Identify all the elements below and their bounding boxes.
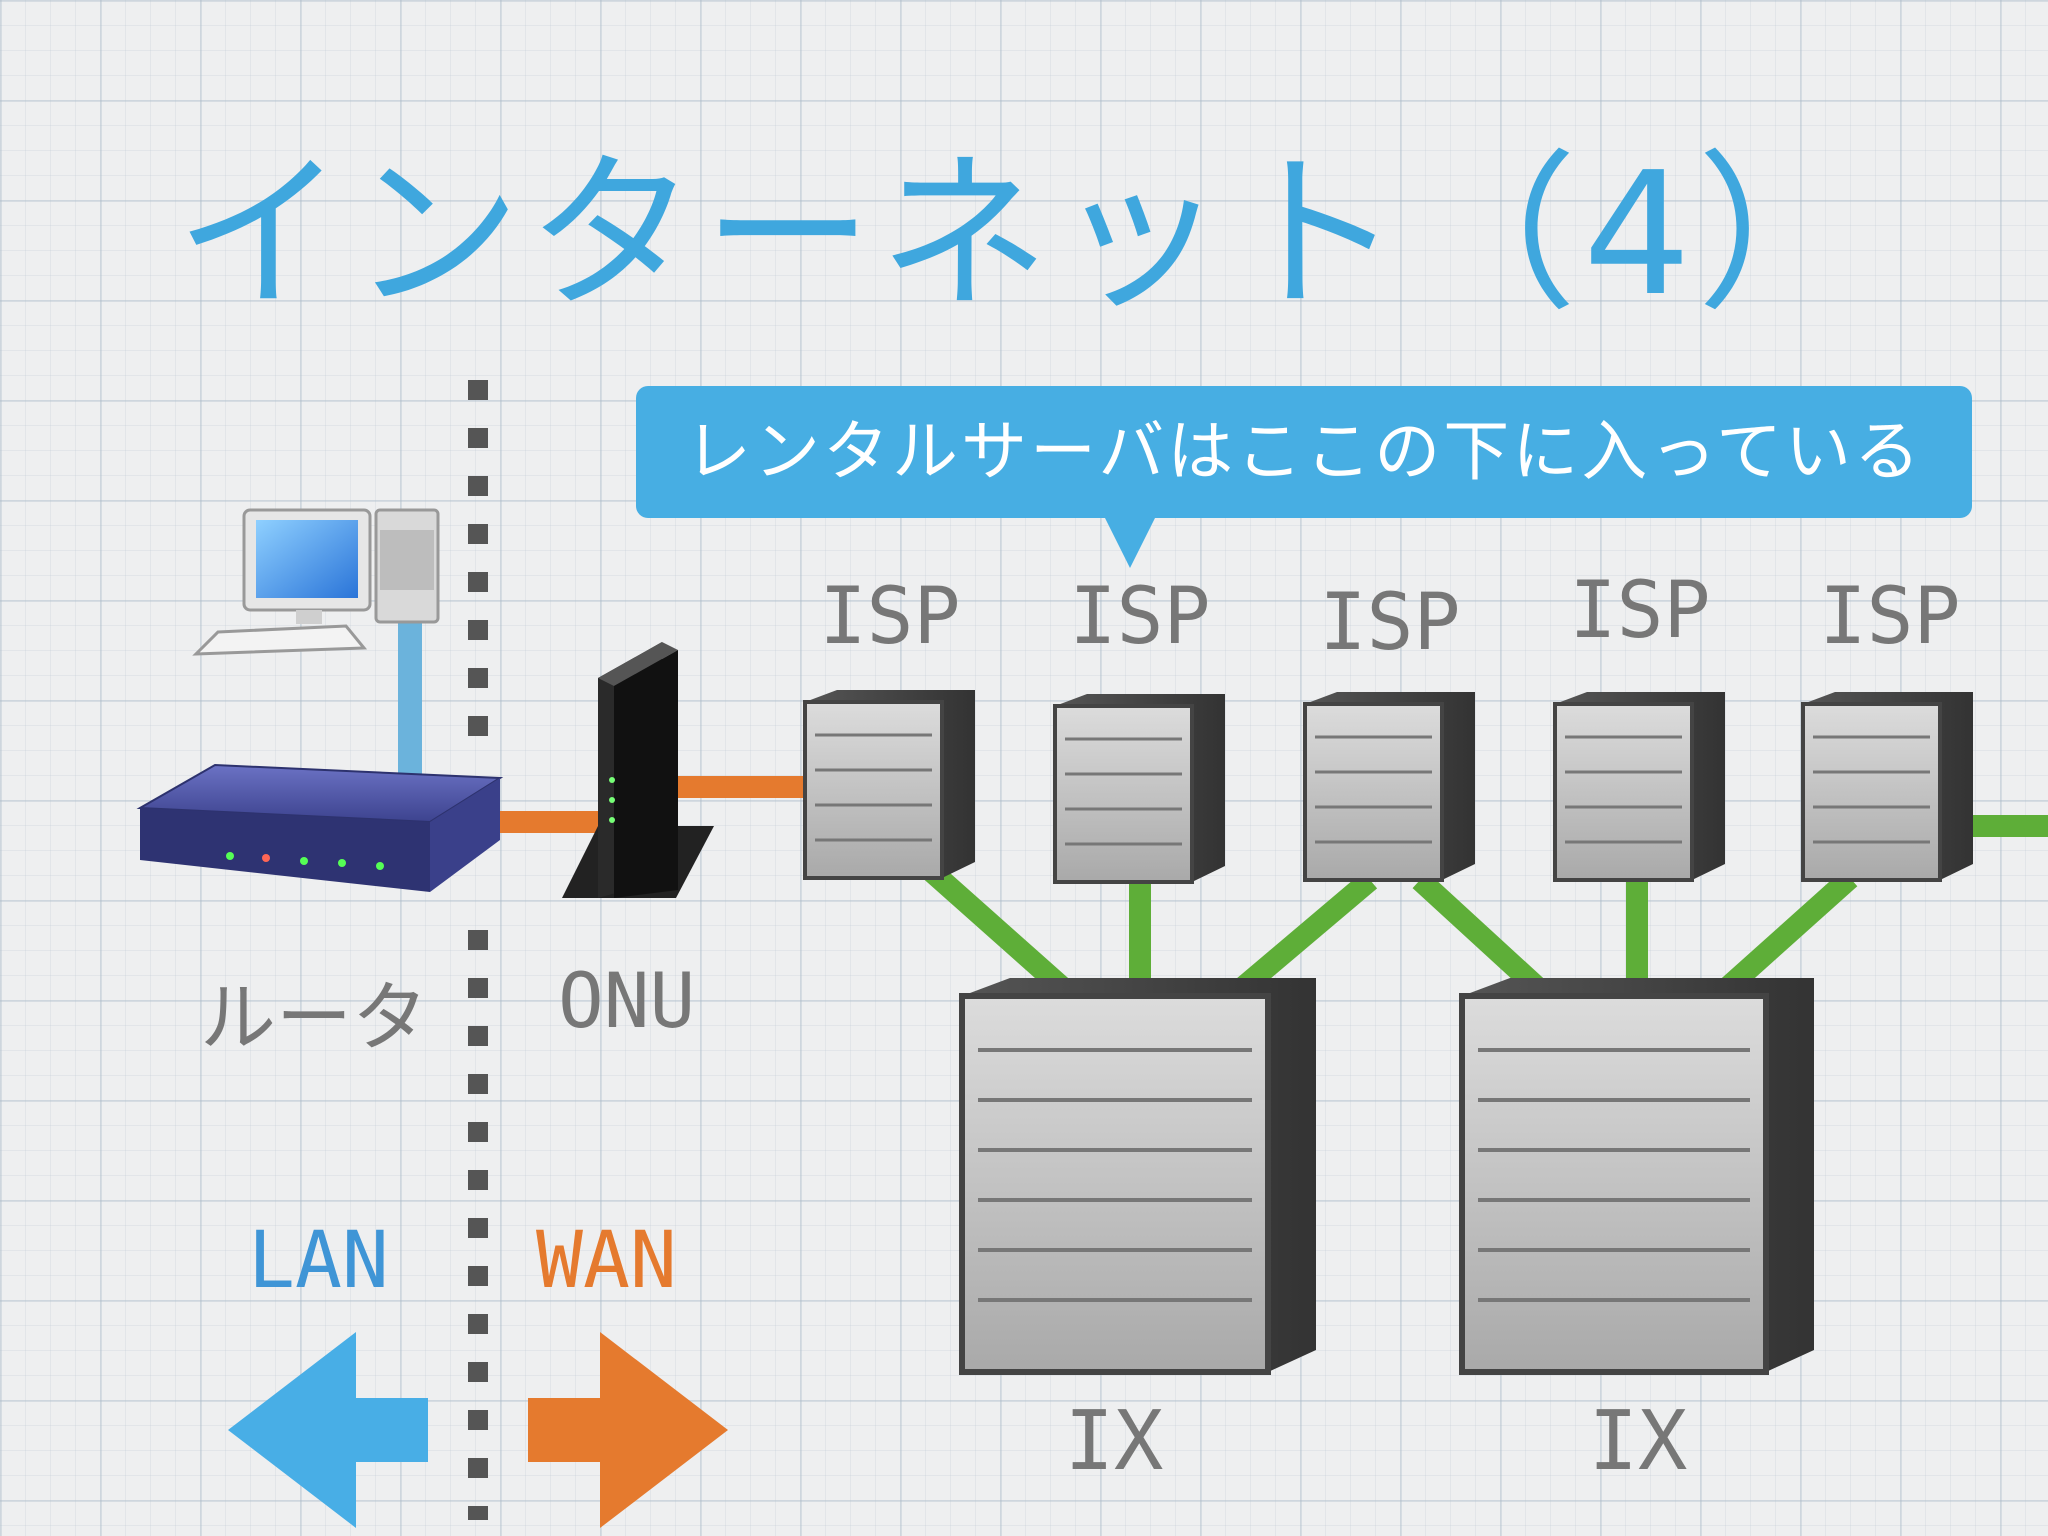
isp-label-3: ISP bbox=[1319, 578, 1461, 668]
isp-rack-4 bbox=[1553, 692, 1725, 882]
isp-label-1: ISP bbox=[819, 572, 961, 662]
ix-label-1: IX bbox=[1064, 1394, 1164, 1489]
isp-label-2: ISP bbox=[1069, 572, 1211, 662]
onu-icon bbox=[562, 642, 714, 898]
wan-arrow-icon bbox=[528, 1332, 728, 1528]
cable-isp3-ix1 bbox=[1232, 871, 1378, 999]
lan-arrow-icon bbox=[228, 1332, 428, 1528]
isp-rack-3 bbox=[1303, 692, 1475, 882]
isp-rack-1 bbox=[803, 690, 975, 880]
onu-label: ONU bbox=[558, 956, 696, 1045]
page-title: インターネット（4） bbox=[174, 136, 1874, 334]
callout-pointer bbox=[1104, 516, 1156, 568]
isp-rack-2 bbox=[1053, 694, 1225, 884]
ix-rack-2 bbox=[1459, 978, 1814, 1375]
ix-label-2: IX bbox=[1588, 1394, 1688, 1489]
callout-box: レンタルサーバはここの下に入っている bbox=[636, 386, 1972, 518]
router-icon bbox=[136, 763, 504, 892]
cable-isp1-ix1 bbox=[922, 861, 1073, 999]
cable-isp3-ix2 bbox=[1412, 871, 1548, 999]
wan-cables bbox=[490, 776, 806, 833]
ix-rack-1 bbox=[959, 978, 1316, 1375]
lan-label: LAN bbox=[248, 1216, 389, 1306]
isp-label-5: ISP bbox=[1819, 572, 1961, 662]
backbone-cables bbox=[922, 815, 2048, 999]
isp-label-4: ISP bbox=[1569, 566, 1711, 656]
pc-icon bbox=[192, 508, 440, 656]
router-label: ルータ bbox=[200, 973, 428, 1062]
wan-label: WAN bbox=[536, 1216, 677, 1306]
isp-rack-5 bbox=[1801, 692, 1973, 882]
cable-isp5-ix2 bbox=[1717, 869, 1858, 999]
